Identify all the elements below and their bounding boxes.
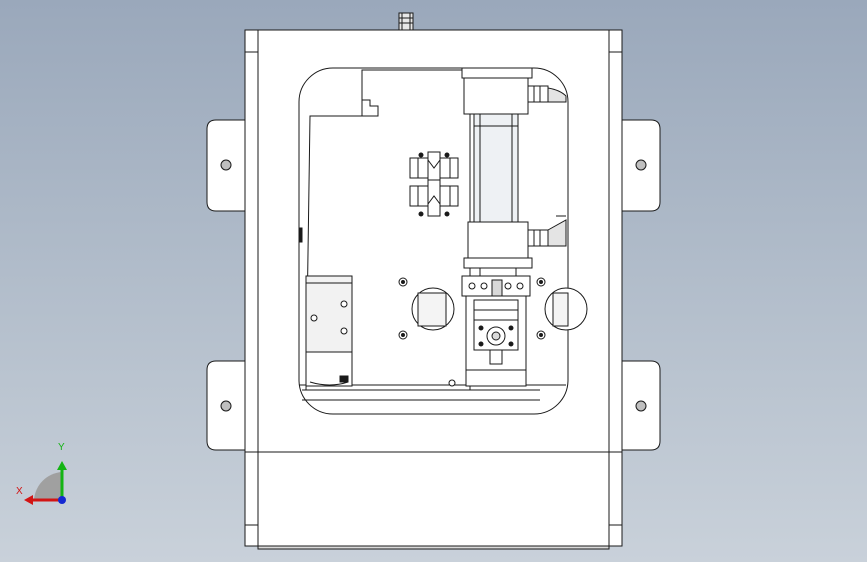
mount-hole-bottom-left <box>220 400 232 412</box>
valve-assembly[interactable] <box>461 275 531 387</box>
top-fitting[interactable] <box>398 12 414 32</box>
cross-fitting-bottom[interactable] <box>409 179 459 217</box>
mount-hole-top-right <box>635 159 647 171</box>
triad-plane <box>34 472 62 500</box>
cross-fitting-top[interactable] <box>409 151 459 185</box>
triad-z-axis <box>58 496 66 504</box>
lower-port-fitting[interactable] <box>527 215 567 247</box>
mount-hole-top-left <box>220 159 232 171</box>
triad-y-label: Y <box>58 442 65 453</box>
left-cylinder-block[interactable] <box>305 275 353 387</box>
upper-port-fitting[interactable] <box>527 85 567 103</box>
triad-x-label: X <box>16 486 23 497</box>
triad-x-arrow <box>24 495 33 505</box>
mounting-bolts <box>398 277 546 387</box>
reference-triad <box>24 461 67 505</box>
triad-y-arrow <box>57 461 67 470</box>
mount-hole-bottom-right <box>635 400 647 412</box>
vertical-cylinder[interactable] <box>461 67 533 279</box>
